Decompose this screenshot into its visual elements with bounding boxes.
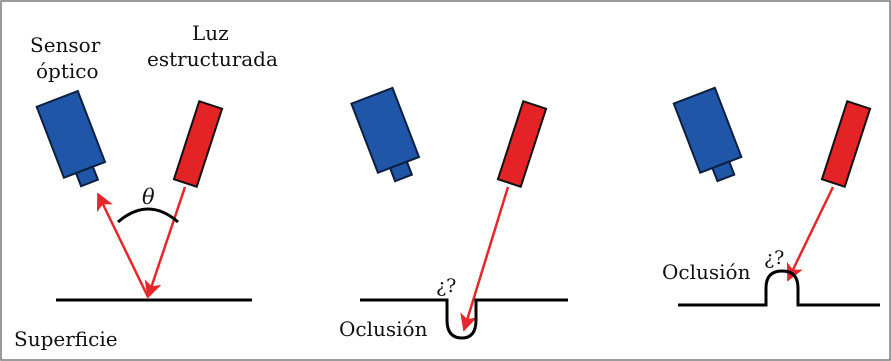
question-mark-label: ¿? [436, 275, 456, 297]
structured-light-source [820, 100, 872, 188]
surface-with-bump [678, 269, 880, 307]
incident-ray [786, 186, 835, 282]
surface-with-pit [360, 298, 568, 340]
angle-label: θ [142, 185, 155, 209]
question-mark-label: ¿? [764, 247, 784, 269]
panel-normal: Sensor óptico Luz estructurada θ Superfi… [14, 21, 278, 351]
angle-arc [117, 207, 179, 224]
optical-sensor [35, 89, 107, 188]
occlusion-label: Oclusión [662, 260, 751, 284]
light-label-line1: Luz [192, 21, 229, 45]
sensor-body [35, 89, 107, 180]
sensor-lens [74, 165, 100, 188]
panel-occlusion-bump: ¿? Oclusión [662, 86, 880, 307]
incident-ray [460, 186, 510, 332]
panel-occlusion-pit: ¿? Oclusión [339, 86, 568, 341]
structured-light-source [496, 100, 548, 188]
sensor-label-line2: óptico [36, 59, 99, 83]
optical-sensor [672, 86, 743, 183]
structured-light-source [172, 100, 224, 188]
incident-ray [144, 186, 187, 299]
reflected-ray [96, 192, 150, 298]
occlusion-label: Oclusión [339, 317, 428, 341]
sensor-label-line1: Sensor [30, 33, 101, 57]
optical-sensor [350, 86, 421, 183]
light-label-line2: estructurada [147, 47, 278, 71]
surface-label: Superficie [14, 327, 118, 351]
